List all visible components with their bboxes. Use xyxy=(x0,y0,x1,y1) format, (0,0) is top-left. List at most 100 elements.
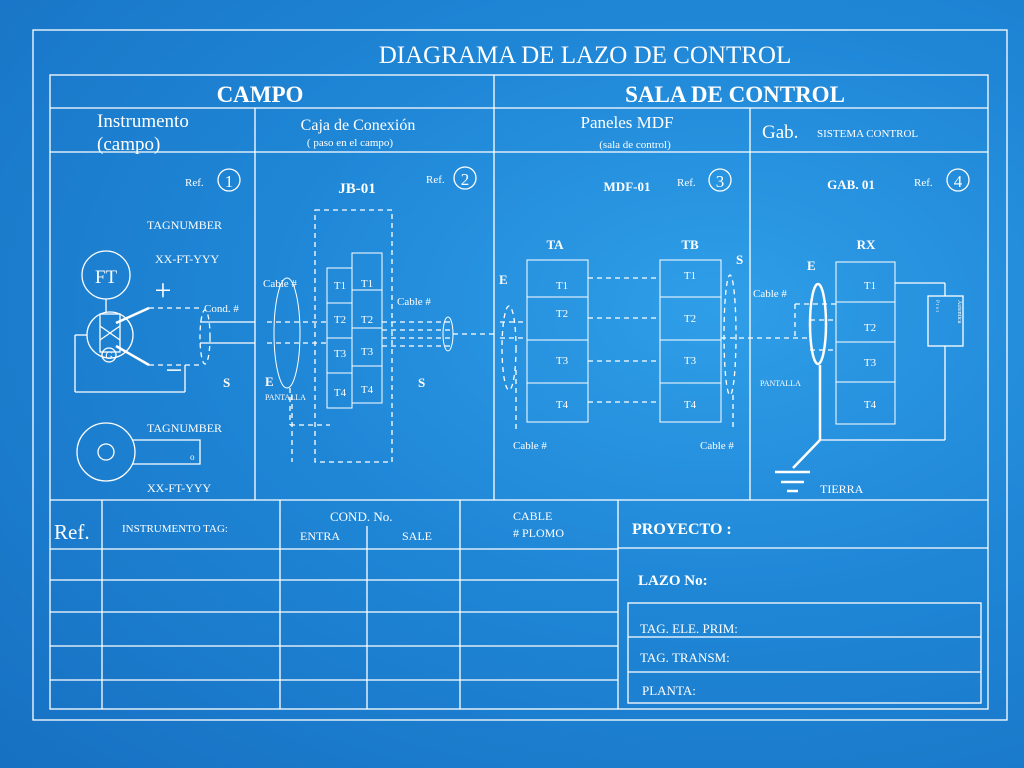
mdf-tb-t1: T1 xyxy=(684,270,696,282)
mdf-ta-t3: T3 xyxy=(556,355,569,367)
jb-e-label: E xyxy=(265,374,274,389)
gab-t4: T4 xyxy=(864,399,877,411)
ref-circle-2 xyxy=(453,166,477,190)
g-label: G xyxy=(105,351,112,362)
gab-rx-strip xyxy=(835,261,896,425)
jb-s-label: S xyxy=(418,375,425,390)
diagram-title: DIAGRAMA DE LAZO DE CONTROL xyxy=(379,42,791,69)
jb-pantalla: PANTALLA xyxy=(265,393,306,402)
mdf-s-label: S xyxy=(736,252,743,267)
ft-label: FT xyxy=(95,267,118,288)
jb-left-t1: T1 xyxy=(334,280,346,292)
bottom-plomo: # PLOMO xyxy=(513,526,564,540)
ref-label-3: Ref. xyxy=(677,177,696,189)
tag-bottom: XX-FT-YYY xyxy=(147,481,212,495)
tag-info-box xyxy=(627,602,982,704)
field-cable-shield xyxy=(199,309,211,365)
bottom-planta: PLANTA: xyxy=(642,683,696,698)
bottom-ref: Ref. xyxy=(54,520,90,544)
mdf-ta-t1: T1 xyxy=(556,280,568,292)
mdf-cable-left: Cable # xyxy=(513,440,547,452)
ref-circle-4 xyxy=(946,168,970,192)
ground-icon xyxy=(775,365,822,493)
inner-frame xyxy=(49,74,989,710)
col-paneles-title: Paneles MDF xyxy=(580,113,673,132)
ref-number-2: 2 xyxy=(461,170,470,189)
gab-t2: T2 xyxy=(864,322,876,334)
gab-e-label: E xyxy=(807,258,816,273)
gab-name: GAB. 01 xyxy=(827,177,875,192)
bottom-lazo: LAZO No: xyxy=(638,573,708,589)
tag-top: XX-FT-YYY xyxy=(155,252,220,266)
tagnumber-top: TAGNUMBER xyxy=(147,218,222,232)
col-caja-title: Caja de Conexión xyxy=(301,117,416,134)
ref-label-4: Ref. xyxy=(914,177,933,189)
bottom-entra: ENTRA xyxy=(300,529,340,543)
gab-device-label: Autentica xyxy=(956,300,962,324)
jb-left-t2: T2 xyxy=(334,314,346,326)
mdf-name: MDF-01 xyxy=(604,179,651,194)
mdf-ta: TA xyxy=(546,237,564,252)
col-gab-subtitle: SISTEMA CONTROL xyxy=(817,128,918,140)
col-gab-title: Gab. xyxy=(762,122,798,143)
col-instrumento-line1: Instrumento xyxy=(97,111,189,132)
jb-right-t1: T1 xyxy=(361,278,373,290)
gab-pantalla: PANTALLA xyxy=(760,379,801,388)
jb-cable-right: Cable # xyxy=(397,296,431,308)
tagnumber-bottom: TAGNUMBER xyxy=(147,421,222,435)
key-tag-icon xyxy=(76,422,201,482)
ref-number-3: 3 xyxy=(716,172,725,191)
bottom-instrumento-tag: INSTRUMENTO TAG: xyxy=(122,523,228,535)
ref-number-1: 1 xyxy=(225,172,234,191)
flow-transmitter-icon: FT G xyxy=(74,250,186,393)
mdf-cable-right: Cable # xyxy=(700,440,734,452)
jb-left-t3: T3 xyxy=(334,348,347,360)
minus-terminal: − xyxy=(166,354,183,387)
col-instrumento-line2: (campo) xyxy=(97,134,160,155)
jb-right-t3: T3 xyxy=(361,346,374,358)
mdf-ta-strip xyxy=(526,259,589,423)
ref-label-2: Ref. xyxy=(426,174,445,186)
jb-enclosure xyxy=(314,209,393,463)
mdf-tb-strip xyxy=(659,259,722,423)
ref-number-4: 4 xyxy=(954,172,963,191)
tierra-label: TIERRA xyxy=(820,482,864,496)
jb-cable-left: Cable # xyxy=(263,278,297,290)
bottom-cable: CABLE xyxy=(513,509,552,523)
gab-device-sub: P r o t xyxy=(934,300,939,313)
col-paneles-subtitle: (sala de control) xyxy=(599,139,671,151)
section-sala-control: SALA DE CONTROL xyxy=(625,82,845,107)
ref-circle-3 xyxy=(708,168,732,192)
ref-circle-1 xyxy=(217,168,241,192)
outer-frame xyxy=(32,29,1008,721)
col-caja-subtitle: ( paso en el campo) xyxy=(307,137,393,149)
mdf-ta-t2: T2 xyxy=(556,308,568,320)
mdf-tb-t2: T2 xyxy=(684,313,696,325)
mdf-right-shield xyxy=(723,274,737,396)
gab-rx: RX xyxy=(857,237,876,252)
jb-right-t4: T4 xyxy=(361,384,374,396)
jb-right-t2: T2 xyxy=(361,314,373,326)
bottom-tag-transm: TAG. TRANSM: xyxy=(640,650,730,665)
mdf-tb-t4: T4 xyxy=(684,399,697,411)
jb-name: JB-01 xyxy=(338,181,376,197)
jb-left-t4: T4 xyxy=(334,387,347,399)
jb-left-shield xyxy=(273,277,301,389)
ref-label-1: Ref. xyxy=(185,177,204,189)
bottom-proyecto: PROYECTO : xyxy=(632,521,732,538)
mdf-tb: TB xyxy=(681,237,699,252)
gab-shield xyxy=(808,282,828,366)
mdf-tb-t3: T3 xyxy=(684,355,697,367)
bottom-tag-ele: TAG. ELE. PRIM: xyxy=(640,621,738,636)
section-campo: CAMPO xyxy=(217,82,304,107)
gab-cable: Cable # xyxy=(753,288,787,300)
mdf-ta-t4: T4 xyxy=(556,399,569,411)
cond-label: Cond. # xyxy=(204,303,239,315)
gab-t3: T3 xyxy=(864,357,877,369)
plus-terminal: + xyxy=(155,274,172,307)
gab-t1: T1 xyxy=(864,280,876,292)
key-mark: o xyxy=(190,452,195,462)
bottom-cond-no: COND. No. xyxy=(330,509,392,524)
bottom-sale: SALE xyxy=(402,529,432,543)
